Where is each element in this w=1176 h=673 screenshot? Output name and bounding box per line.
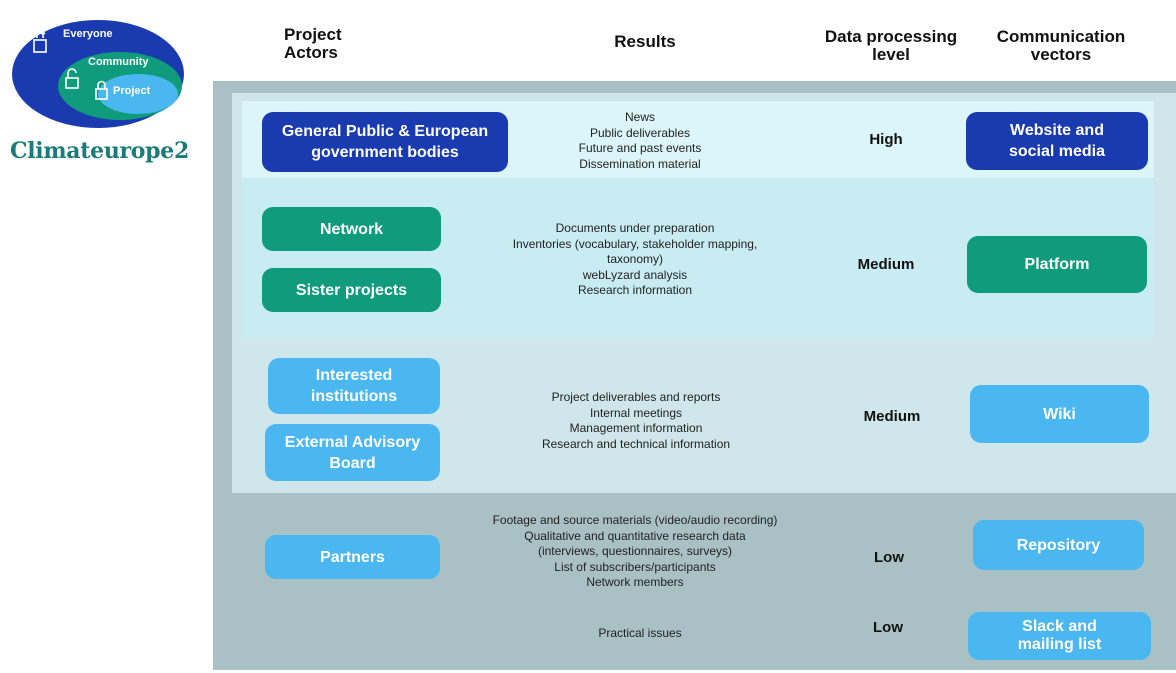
logo-rings-graphic — [12, 20, 184, 128]
logo-ring-everyone: Everyone — [63, 28, 113, 40]
level-row-5: Low — [873, 619, 903, 636]
unlock-icon — [65, 68, 79, 89]
level-row-2: Medium — [857, 256, 915, 273]
actor-sister-projects: Sister projects — [262, 268, 441, 312]
actor-general-public: General Public & European government bod… — [262, 112, 508, 172]
share-icon — [33, 30, 47, 53]
results-row-5: Practical issues — [598, 626, 682, 640]
results-row-4: Footage and source materials (video/audi… — [492, 513, 778, 590]
vector-wiki: Wiki — [970, 385, 1149, 443]
level-row-4: Low — [874, 549, 904, 566]
climateurope2-logo: Everyone Community Project — [10, 18, 186, 130]
logo-ring-community: Community — [88, 56, 149, 68]
actor-network: Network — [262, 207, 441, 251]
logo-name: Climateurope2 — [10, 138, 189, 164]
logo-ring-project: Project — [113, 85, 151, 97]
vector-platform: Platform — [967, 236, 1147, 293]
level-row-1: High — [869, 131, 903, 148]
actor-interested-institutions: Interested institutions — [268, 358, 440, 414]
level-row-3: Medium — [863, 408, 921, 425]
vector-slack-mailing-list: Slack and mailing list — [968, 612, 1151, 660]
lock-icon — [95, 80, 108, 100]
actor-partners: Partners — [265, 535, 440, 579]
vector-repository: Repository — [973, 520, 1144, 570]
actor-external-advisory-board: External Advisory Board — [265, 424, 440, 481]
header-results: Results — [614, 32, 676, 51]
vector-website-social: Website and social media — [966, 112, 1148, 170]
